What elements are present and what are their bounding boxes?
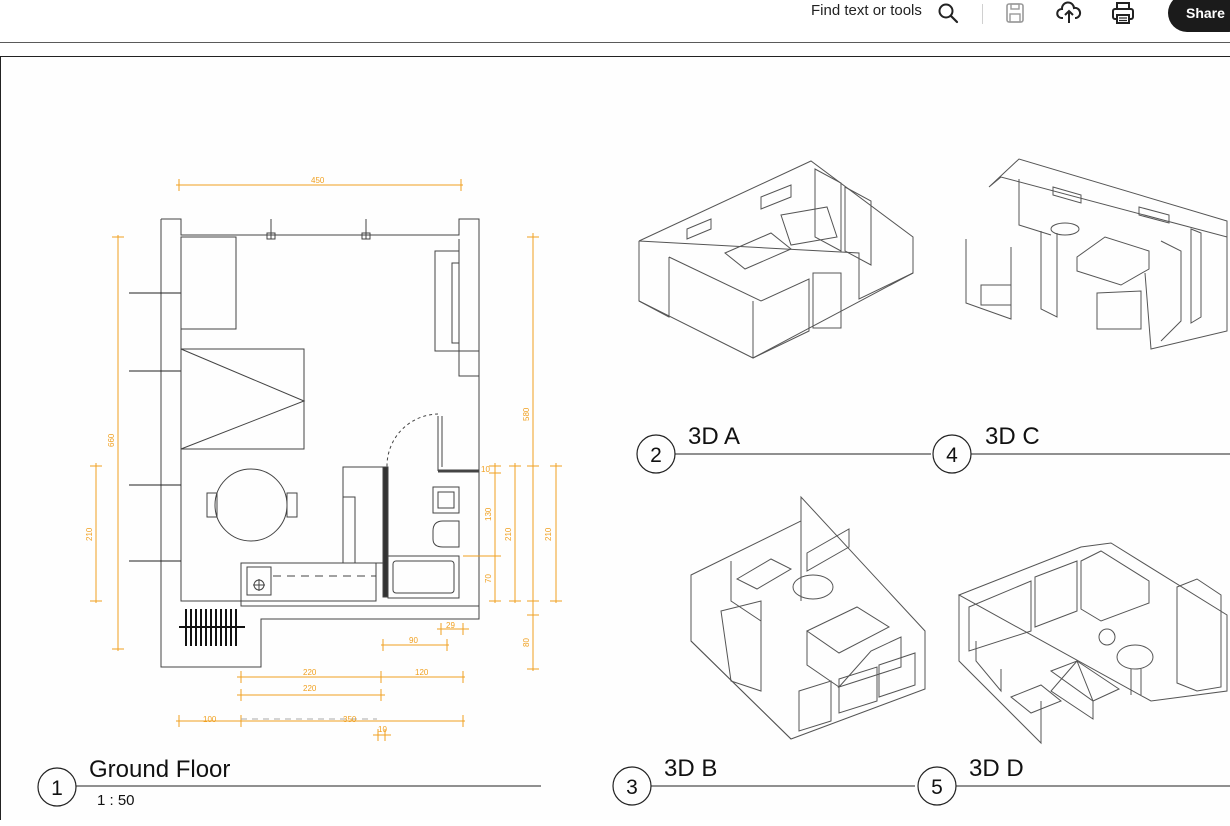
dimension-label: 130 — [484, 507, 493, 521]
save-icon[interactable] — [1002, 0, 1028, 26]
dimension-label: 660 — [107, 433, 116, 447]
ground-floor-plan — [129, 218, 480, 668]
isometric-view-3d-c — [965, 158, 1228, 350]
dimension-label: 80 — [522, 638, 531, 647]
dimension-label: 350 — [343, 715, 357, 724]
view-number: 3 — [626, 776, 638, 799]
dimension-label: 220 — [303, 668, 317, 677]
toolbar: Find text or tools Share — [0, 0, 1230, 43]
view-label-5: 5 3D D — [917, 755, 1230, 806]
dimension-label: 220 — [303, 684, 317, 693]
dimension-label: 10 — [481, 465, 490, 474]
view-title: Ground Floor — [89, 756, 230, 783]
dimension-label: 70 — [484, 574, 493, 583]
dimension-label: 120 — [415, 668, 429, 677]
dimension-label: 100 — [203, 715, 217, 724]
view-number: 4 — [946, 444, 958, 467]
view-number: 5 — [931, 776, 943, 799]
view-number: 2 — [650, 444, 662, 467]
print-icon[interactable] — [1110, 0, 1136, 26]
isometric-view-3d-d — [957, 542, 1228, 745]
dimension-lines — [90, 179, 562, 741]
dimension-label: 210 — [544, 527, 553, 541]
drawing-canvas: 450 660 210 580 10 130 70 210 210 80 29 … — [37, 158, 1230, 809]
view-label-4: 4 3D C — [932, 423, 1230, 474]
dimension-label: 580 — [522, 407, 531, 421]
share-button[interactable]: Share — [1168, 0, 1230, 32]
view-title: 3D C — [985, 423, 1040, 450]
cloud-upload-icon[interactable] — [1056, 0, 1082, 26]
view-label-1: 1 Ground Floor 1 : 50 — [37, 756, 541, 809]
view-number: 1 — [51, 777, 63, 800]
view-title: 3D A — [688, 423, 740, 450]
view-label-3: 3 3D B — [612, 755, 915, 806]
find-tools-label[interactable]: Find text or tools — [811, 2, 922, 19]
dimension-label: 210 — [504, 527, 513, 541]
dimension-label: 10 — [378, 725, 387, 734]
view-label-2: 2 3D A — [636, 423, 931, 474]
view-scale: 1 : 50 — [97, 792, 135, 809]
view-title: 3D D — [969, 755, 1024, 782]
search-icon[interactable] — [935, 0, 961, 26]
toolbar-divider — [982, 4, 983, 24]
isometric-view-3d-a — [638, 160, 914, 359]
dimension-label: 210 — [85, 527, 94, 541]
dimension-label: 90 — [409, 636, 418, 645]
isometric-view-3d-b — [690, 495, 926, 740]
dimension-label: 450 — [311, 176, 325, 185]
dimension-label: 29 — [446, 621, 455, 630]
drawing-sheet: 450 660 210 580 10 130 70 210 210 80 29 … — [0, 56, 1230, 820]
view-title: 3D B — [664, 755, 717, 782]
